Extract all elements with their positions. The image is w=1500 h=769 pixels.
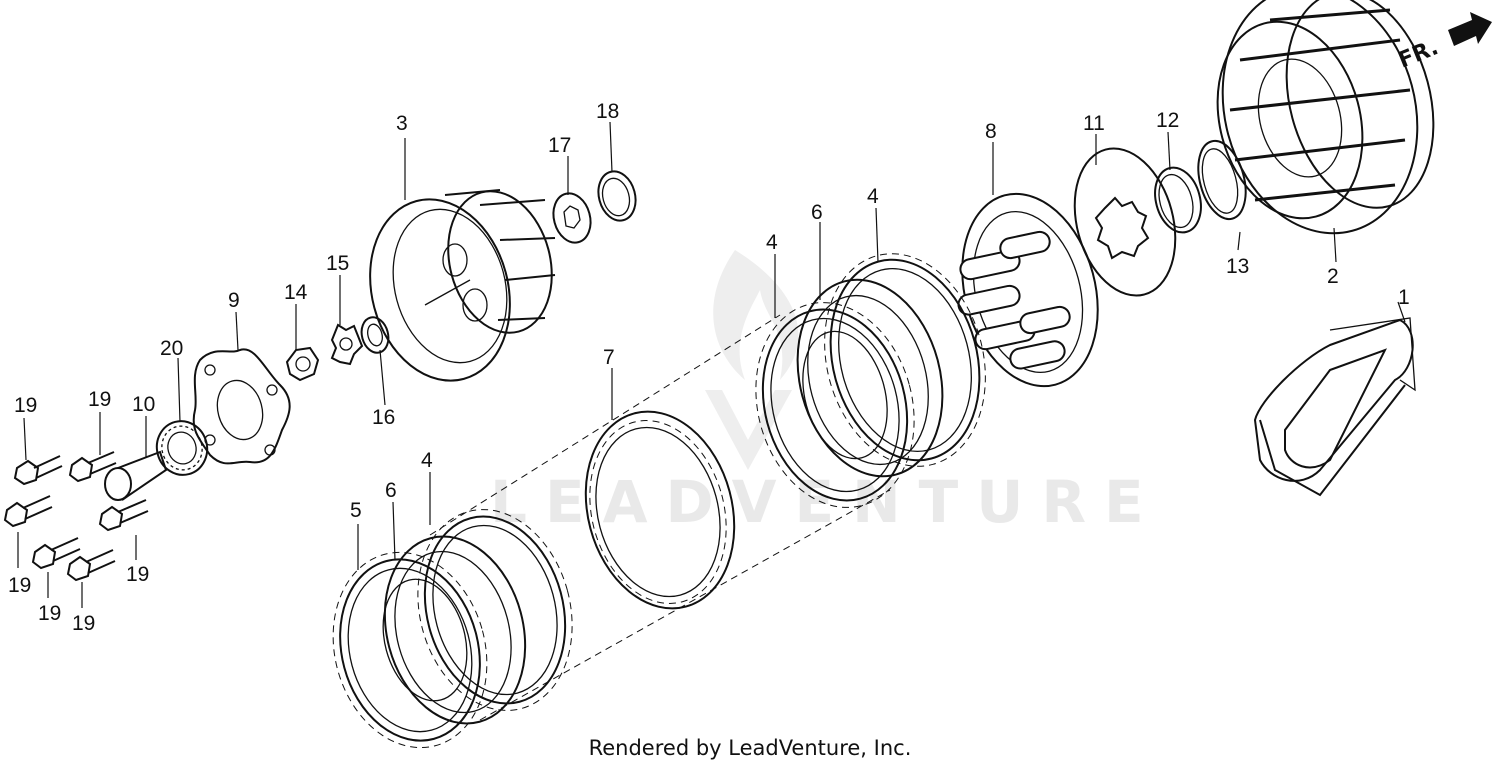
part-6-plain-plate-right	[796, 278, 944, 478]
part-7-judder-plate	[584, 410, 736, 610]
part-18-ring	[597, 170, 637, 222]
callouts: 1 2 3 4 4 4 5 6 6 7 8 9 10 11 12 13 14 1…	[8, 100, 1410, 635]
part-1-drive-chain	[1253, 317, 1416, 497]
part-2-clutch-outer	[1216, 0, 1435, 235]
callout-10: 10	[132, 393, 155, 416]
rendered-by-credit: Rendered by LeadVenture, Inc.	[588, 736, 912, 760]
bolt-e	[31, 537, 81, 570]
part-8-pressure-plate	[957, 192, 1099, 388]
bolt-c	[3, 495, 53, 528]
part-10-collar	[104, 450, 168, 501]
leader-lines	[145, 121, 1406, 570]
callout-15: 15	[326, 252, 349, 275]
part-4-friction-disc-center	[755, 302, 915, 508]
callout-17: 17	[548, 134, 571, 157]
callout-11: 11	[1083, 112, 1105, 135]
callout-20: 20	[160, 337, 183, 360]
part-19-bolts	[3, 451, 149, 582]
front-arrow-icon	[1448, 12, 1492, 46]
part-3-clutch-center	[369, 189, 556, 382]
bolt-b	[68, 451, 117, 483]
callout-14: 14	[284, 281, 308, 304]
callout-9: 9	[228, 289, 240, 312]
callout-19-d: 19	[126, 563, 149, 586]
part-15-lock-washer	[330, 323, 364, 366]
bolt-f	[66, 549, 116, 582]
part-11-lock-washer	[1073, 147, 1177, 297]
callout-19-a: 19	[14, 394, 37, 417]
part-20-bearing	[155, 420, 209, 476]
front-direction-arrow: FR.	[1395, 12, 1492, 74]
callout-13: 13	[1226, 255, 1249, 278]
part-17-lock-washer	[552, 192, 592, 244]
part-5-friction-disc-a	[332, 551, 488, 749]
callout-12: 12	[1156, 109, 1179, 132]
callout-4-center: 4	[766, 231, 778, 254]
part-14-lock-nut	[285, 346, 320, 382]
callout-4-right: 4	[867, 185, 879, 208]
callout-18: 18	[596, 100, 619, 123]
callout-19-f: 19	[72, 612, 95, 635]
callout-3: 3	[396, 112, 408, 135]
part-4-friction-disc-left	[417, 509, 573, 711]
callout-8: 8	[985, 120, 997, 143]
bolt-leaders	[17, 412, 137, 608]
callout-19-c: 19	[8, 574, 31, 597]
callout-5: 5	[350, 499, 362, 522]
callout-16: 16	[372, 406, 395, 429]
callout-1: 1	[1398, 286, 1410, 309]
part-13-circlip	[1197, 139, 1247, 221]
bolt-a	[13, 455, 63, 486]
part-6-plain-plate-left	[383, 535, 527, 725]
callout-4-left: 4	[421, 449, 433, 472]
callout-7: 7	[603, 346, 615, 369]
callout-6-left: 6	[385, 479, 397, 502]
callout-19-e: 19	[38, 602, 61, 625]
part-16-washer	[360, 316, 390, 354]
bolt-d	[98, 499, 149, 532]
callout-2: 2	[1327, 265, 1339, 288]
watermark-logo	[705, 250, 799, 470]
callout-19-b: 19	[88, 388, 111, 411]
callout-6-right: 6	[811, 201, 823, 224]
part-9-driven-flange	[192, 348, 291, 465]
